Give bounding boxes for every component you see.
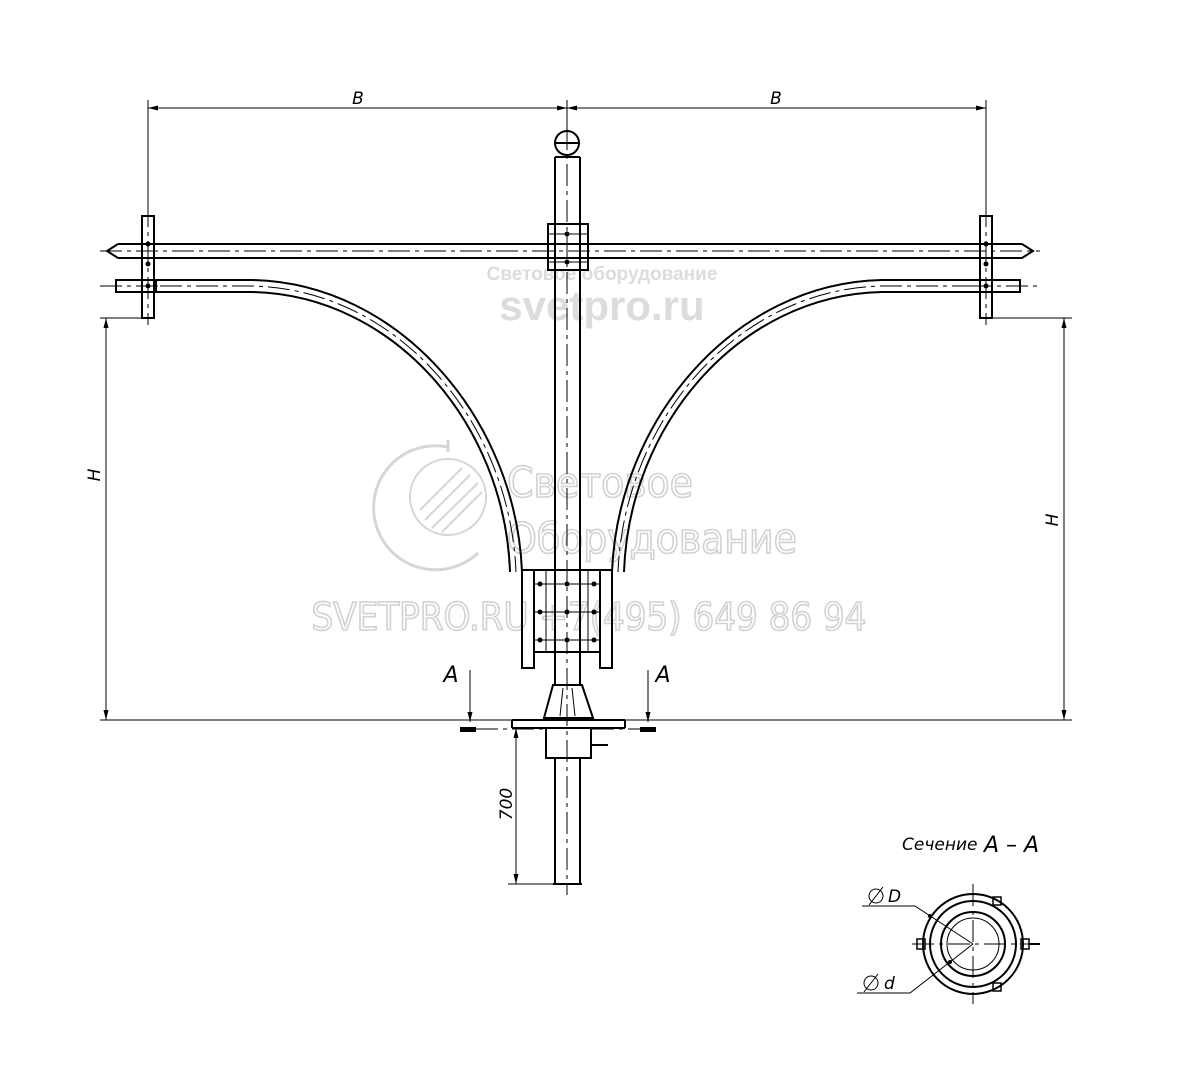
dimension-lines [100,100,1072,885]
section-marker-left-label: A [441,663,458,688]
crossbars [100,205,1040,325]
watermark-bottom-line: SVETPRO.RU +7(495) 649 86 94 [312,595,867,639]
section-title-mark: A – A [982,833,1039,858]
section-view: Сечение A – A D d [857,833,1040,1004]
section-marker-right-label: A [653,663,670,688]
diameter-inner-icon [863,973,879,993]
pole-base [511,684,626,885]
watermark-logo-icon [372,440,487,572]
watermark-center-line1: Световое [507,458,693,507]
dim-label-b-left: B [352,89,364,109]
diameter-outer-label: D [888,887,901,907]
dim-label-700: 700 [497,788,517,820]
dim-label-b-right: B [770,89,782,109]
watermark-top-line1: Световое оборудование [487,264,718,285]
dim-label-h-left: H [85,468,105,481]
watermark-top-line2: svetpro.ru [499,282,704,329]
mounting-bracket [521,569,613,669]
watermark-center-line2: Оборудование [507,514,797,563]
diameter-inner-label: d [884,974,895,994]
curved-arms [152,279,982,573]
diameter-outer-icon [868,886,884,906]
pole [554,128,581,895]
section-marker-right: A [592,663,671,732]
watermark: Световое оборудование svetpro.ru Светово… [311,264,867,640]
section-title-prefix: Сечение [902,835,977,855]
section-marker-left: A [441,663,545,732]
dim-label-h-right: H [1043,513,1063,526]
